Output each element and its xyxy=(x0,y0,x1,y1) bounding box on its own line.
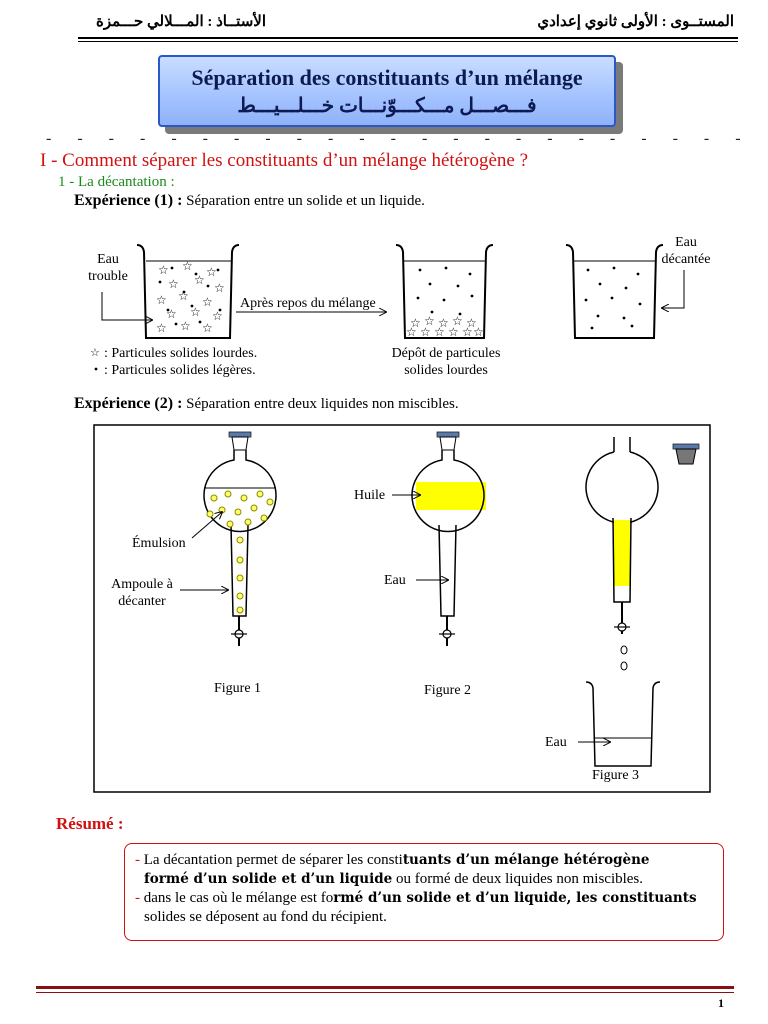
svg-text:☆: ☆ xyxy=(466,316,477,330)
svg-text:☆: ☆ xyxy=(420,325,431,339)
svg-text:☆: ☆ xyxy=(182,259,193,273)
caption-figure-1: Figure 1 xyxy=(214,681,262,696)
legend-dot-icon xyxy=(94,367,98,371)
header-teacher: الأستــاذ : المـــلالي حـــمزة xyxy=(96,14,266,30)
light-particles-1 xyxy=(158,266,222,326)
stopper-icon xyxy=(672,443,700,465)
experience-2-label: Expérience (2) : xyxy=(74,395,183,412)
oil-layer xyxy=(416,482,486,510)
footer-rule xyxy=(36,986,734,989)
experience-2-text: Séparation entre deux liquides non misci… xyxy=(182,396,459,412)
svg-text:☆: ☆ xyxy=(462,325,473,339)
label-apres-repos: Après repos du mélange xyxy=(240,296,376,311)
svg-text:☆: ☆ xyxy=(212,309,223,323)
header-level: المستــوى : الأولى ثانوي إعدادي xyxy=(537,14,734,30)
beaker-decantee xyxy=(565,244,664,339)
caption-figure-3: Figure 3 xyxy=(592,768,640,783)
label-eau-fig3: Eau xyxy=(545,735,567,750)
footer-rule-thin xyxy=(36,992,734,993)
arrow-emulsion xyxy=(191,512,222,539)
resume-line-4: solides se déposent au fond du récipient… xyxy=(144,909,387,925)
light-particles-2 xyxy=(416,266,474,316)
figure-frame xyxy=(93,424,711,793)
beaker-depot xyxy=(395,244,494,339)
svg-text:☆: ☆ xyxy=(452,314,463,328)
arrow-eau-trouble xyxy=(101,292,152,320)
svg-text:☆: ☆ xyxy=(424,314,435,328)
svg-text:☆: ☆ xyxy=(202,321,213,335)
title-french: Séparation des constituants d’un mélange xyxy=(191,65,583,90)
svg-text:☆: ☆ xyxy=(202,295,213,309)
svg-text:☆: ☆ xyxy=(190,305,201,319)
separatory-funnel-diagram xyxy=(93,424,711,793)
legend-star-icon: ☆ xyxy=(90,346,100,359)
resume-title: Résumé : xyxy=(56,814,124,833)
label-emulsion: Émulsion xyxy=(132,536,186,551)
svg-text:☆: ☆ xyxy=(434,325,445,339)
svg-text:☆: ☆ xyxy=(166,307,177,321)
experience-1-label: Expérience (1) : xyxy=(74,192,183,209)
heavy-particles-deposit: ☆☆☆☆☆ ☆☆☆☆☆☆ xyxy=(406,314,484,339)
light-particles-3 xyxy=(584,266,642,330)
svg-text:☆: ☆ xyxy=(178,289,189,303)
label-eau-fig2: Eau xyxy=(384,573,406,588)
legend-light: : Particules solides légères. xyxy=(104,363,256,378)
svg-text:☆: ☆ xyxy=(158,263,169,277)
funnel-figure-2 xyxy=(411,431,486,646)
svg-text:☆: ☆ xyxy=(206,265,217,279)
decantation-beakers-diagram: ☆☆☆ ☆☆☆ ☆☆☆ ☆☆☆ ☆☆☆ ☆☆☆☆☆ ☆☆☆☆☆☆ ☆ xyxy=(90,244,685,371)
header-rule xyxy=(78,37,738,39)
experience-1-text: Séparation entre un solide et un liquide… xyxy=(182,193,425,209)
resume-line-3: - dans le cas où le mélange est formé d’… xyxy=(135,890,697,906)
beaker-trouble xyxy=(136,244,240,339)
header-rule-thin xyxy=(78,41,738,42)
resume-line-2: formé d’un solide et d’un liquide ou for… xyxy=(144,871,644,887)
svg-text:☆: ☆ xyxy=(180,319,191,333)
funnel-figure-3 xyxy=(585,437,659,671)
resume-box: - La décantation permet de séparer les c… xyxy=(124,843,724,941)
beaker-figure-3 xyxy=(585,681,661,767)
label-huile: Huile xyxy=(354,488,386,503)
svg-text:☆: ☆ xyxy=(156,293,167,307)
experience-1: Expérience (1) : Séparation entre un sol… xyxy=(74,192,425,210)
title-box: Séparation des constituants d’un mélange… xyxy=(158,55,616,127)
svg-text:☆: ☆ xyxy=(214,281,225,295)
svg-text:☆: ☆ xyxy=(438,316,449,330)
svg-text:☆: ☆ xyxy=(168,277,179,291)
legend-heavy: : Particules solides lourdes. xyxy=(104,346,258,361)
svg-text:☆: ☆ xyxy=(473,325,484,339)
emulsion-drops xyxy=(206,490,274,614)
resume-line-1: - La décantation permet de séparer les c… xyxy=(135,852,650,868)
caption-figure-2: Figure 2 xyxy=(424,683,472,698)
page-number: 1 xyxy=(718,996,724,1010)
oil-in-stem xyxy=(614,520,630,586)
separator-dashes: - - - - - - - - - - - - - - - - - - - - … xyxy=(46,130,746,147)
svg-text:☆: ☆ xyxy=(156,321,167,335)
funnel-figure-1 xyxy=(203,431,277,646)
section-title: I - Comment séparer les constituants d’u… xyxy=(40,150,529,171)
subsection-title: 1 - La décantation : xyxy=(58,174,175,190)
title-arabic: فـــصـــل مـــكـــوّنـــات خـــلـــيـــط xyxy=(237,95,537,117)
heavy-particles-1: ☆☆☆ ☆☆☆ ☆☆☆ ☆☆☆ ☆☆☆ xyxy=(156,259,225,335)
svg-text:☆: ☆ xyxy=(194,273,205,287)
svg-text:☆: ☆ xyxy=(406,325,417,339)
svg-text:☆: ☆ xyxy=(410,316,421,330)
svg-text:☆: ☆ xyxy=(448,325,459,339)
arrow-eau-decantee xyxy=(662,270,685,308)
experience-2: Expérience (2) : Séparation entre deux l… xyxy=(74,395,459,413)
